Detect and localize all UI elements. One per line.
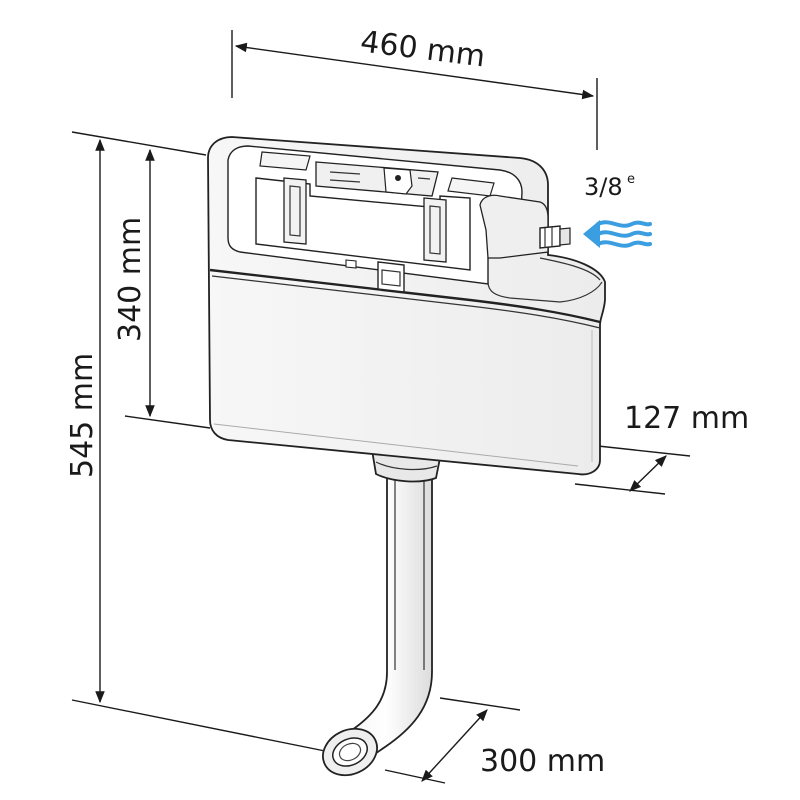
inlet-size-suffix: e <box>627 172 635 187</box>
width-dimension: 460 mm <box>231 24 598 150</box>
inlet-connector <box>539 225 571 249</box>
tank-height-label: 340 mm <box>113 217 148 342</box>
inlet-size-label: 3/8 <box>584 173 623 201</box>
water-flow-arrow-icon <box>583 220 652 248</box>
pipe-outlet-fitting <box>322 727 378 777</box>
cistern-illustration <box>207 136 606 777</box>
width-label: 460 mm <box>358 24 487 74</box>
inlet-callout: 3/8 e <box>583 172 652 248</box>
total-height-dimension: 545 mm <box>65 131 331 753</box>
depth-label: 127 mm <box>624 401 749 436</box>
tank-height-dimension: 340 mm <box>113 148 211 429</box>
depth-dimension: 127 mm <box>574 401 749 495</box>
total-height-label: 545 mm <box>65 353 100 478</box>
pipe-offset-dimension: 300 mm <box>384 697 605 784</box>
pipe-offset-label: 300 mm <box>480 744 605 779</box>
cistern-tank <box>207 136 606 476</box>
flush-pipe <box>338 469 433 758</box>
